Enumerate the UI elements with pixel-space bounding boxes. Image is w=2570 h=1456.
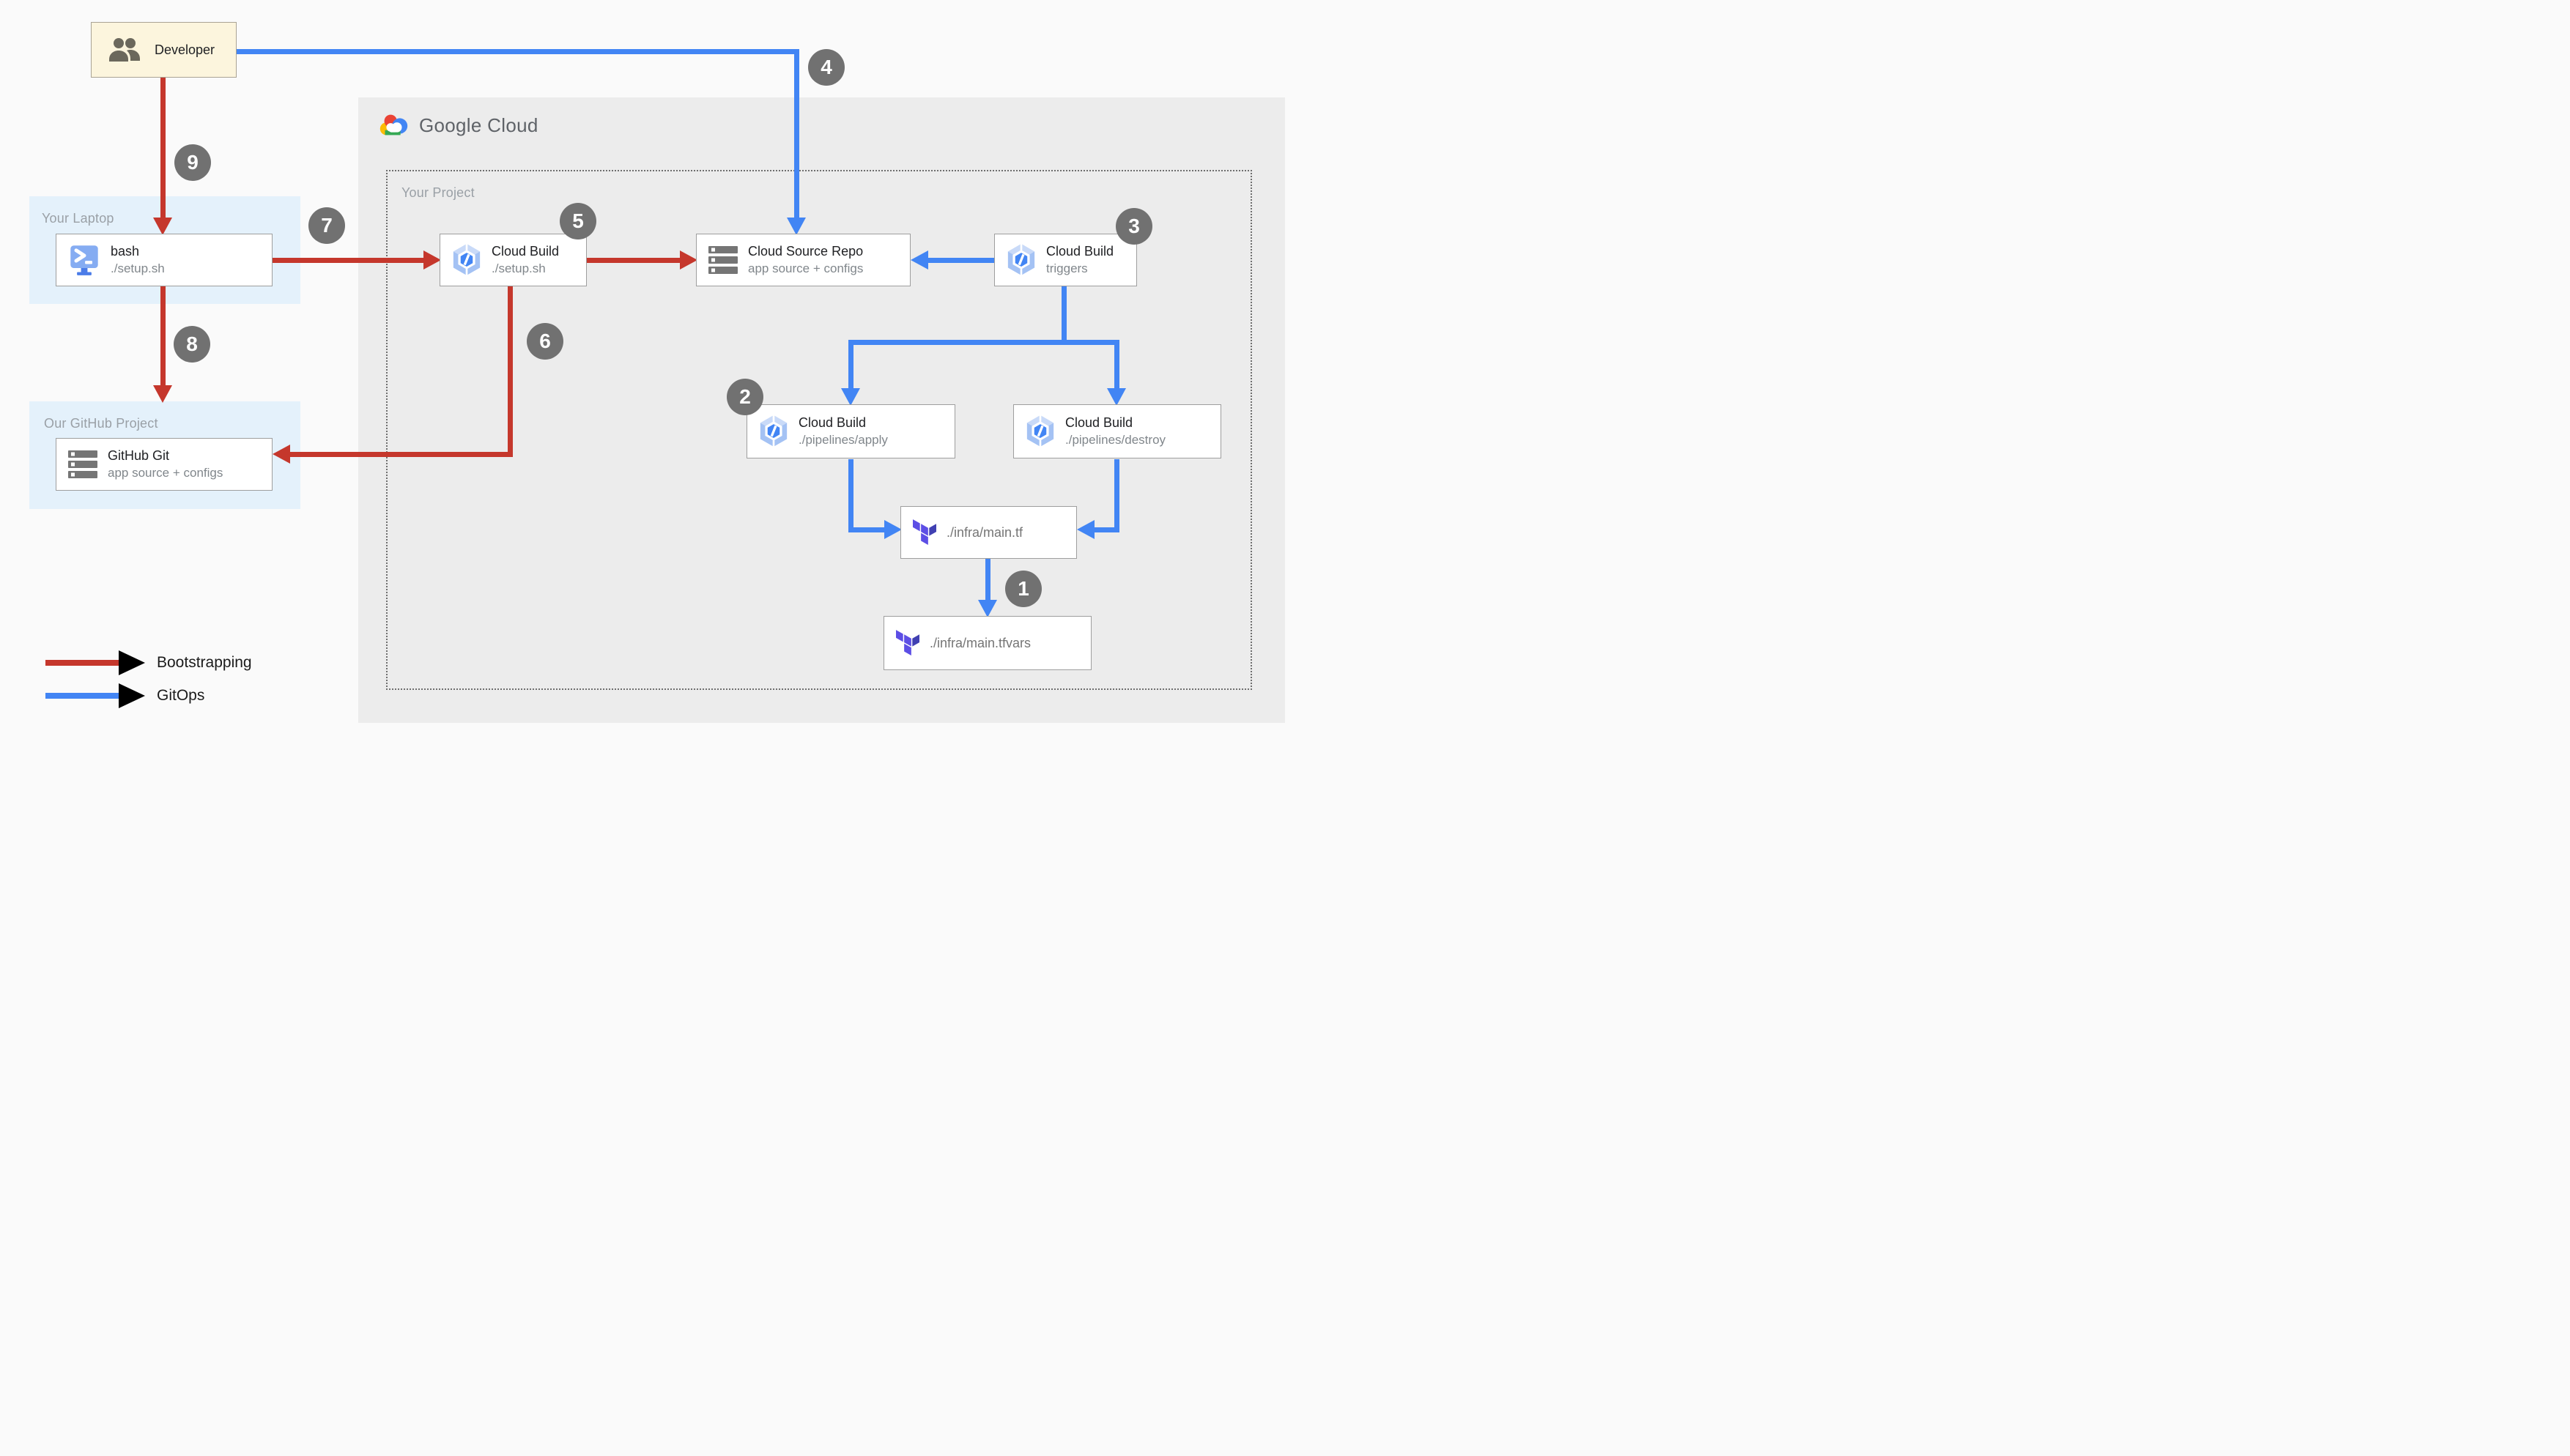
node-cloud-build-destroy: Cloud Build ./pipelines/destroy bbox=[1013, 404, 1221, 458]
step-badge-6: 6 bbox=[527, 323, 563, 360]
edge-maintf-to-tfvars bbox=[985, 559, 990, 600]
cloud-build-triggers-subtitle: triggers bbox=[1046, 261, 1088, 275]
node-infra-main-tfvars: ./infra/main.tfvars bbox=[884, 616, 1092, 670]
cloud-source-repo-title: Cloud Source Repo bbox=[748, 244, 864, 259]
gitops-architecture-diagram: Your Laptop Our GitHub Project Your Proj… bbox=[0, 0, 1285, 728]
edge-to-github-git bbox=[289, 452, 511, 457]
edge-triggers-down bbox=[1062, 286, 1067, 345]
edge-destroy-down bbox=[1114, 459, 1119, 532]
node-cloud-build-apply: Cloud Build ./pipelines/apply bbox=[747, 404, 955, 458]
edge-split-to-apply bbox=[848, 340, 853, 388]
cloud-build-destroy-subtitle: ./pipelines/destroy bbox=[1065, 432, 1166, 447]
edge-destroy-to-maintf bbox=[1093, 527, 1119, 532]
node-infra-main-tf: ./infra/main.tf bbox=[900, 506, 1077, 559]
step-badge-4: 4 bbox=[808, 49, 845, 86]
edge-cloud-build-setup-to-source-repo bbox=[587, 258, 680, 263]
cloud-build-triggers-title: Cloud Build bbox=[1046, 244, 1114, 259]
google-cloud-icon bbox=[377, 111, 410, 139]
edge-split-to-destroy bbox=[1114, 340, 1119, 388]
repo-stack-icon bbox=[68, 450, 97, 478]
arrowhead-into-maintf-left bbox=[884, 520, 902, 539]
edge-apply-down bbox=[848, 459, 853, 532]
step-badge-9: 9 bbox=[174, 144, 211, 181]
legend-gitops-line bbox=[45, 693, 119, 699]
bash-title: bash bbox=[111, 244, 140, 259]
cloud-build-apply-subtitle: ./pipelines/apply bbox=[799, 432, 888, 447]
cloud-build-setup-title: Cloud Build bbox=[492, 244, 560, 259]
cloud-build-icon bbox=[452, 244, 481, 276]
your-project-label: Your Project bbox=[401, 185, 475, 200]
arrowhead-into-destroy bbox=[1107, 388, 1126, 406]
cloud-build-icon bbox=[759, 415, 788, 447]
terraform-icon bbox=[913, 519, 936, 546]
developer-people-icon bbox=[108, 37, 144, 62]
legend-bootstrapping-label: Bootstrapping bbox=[157, 654, 252, 671]
edge-bash-to-github-project bbox=[160, 286, 166, 385]
edge-developer-to-bash bbox=[160, 78, 166, 218]
arrowhead-into-source-repo-top bbox=[787, 218, 806, 235]
arrowhead-into-github-project bbox=[153, 385, 172, 403]
arrowhead-into-bash bbox=[153, 218, 172, 235]
your-project-boundary bbox=[386, 170, 1252, 690]
step-badge-1: 1 bbox=[1005, 571, 1042, 607]
step-badge-7: 7 bbox=[308, 207, 345, 244]
cloud-build-icon bbox=[1007, 244, 1036, 276]
step-badge-8: 8 bbox=[174, 326, 210, 363]
cloud-build-setup-subtitle: ./setup.sh bbox=[492, 261, 546, 275]
repo-stack-icon bbox=[708, 246, 738, 274]
github-git-subtitle: app source + configs bbox=[108, 465, 223, 480]
infra-main-tfvars-label: ./infra/main.tfvars bbox=[930, 635, 1032, 650]
arrowhead-into-source-repo bbox=[680, 250, 697, 270]
developer-label: Developer bbox=[155, 42, 215, 57]
edge-apply-to-maintf bbox=[848, 527, 884, 532]
legend-gitops-arrow-icon bbox=[119, 683, 145, 708]
edge-cloud-build-setup-down bbox=[508, 286, 513, 457]
cloud-source-repo-subtitle: app source + configs bbox=[748, 261, 864, 275]
node-cloud-build-triggers: Cloud Build triggers bbox=[994, 234, 1137, 286]
node-bash: bash ./setup.sh bbox=[56, 234, 273, 286]
legend-bootstrapping-arrow-icon bbox=[119, 650, 145, 675]
arrowhead-into-apply bbox=[841, 388, 860, 406]
edge-triggers-to-source-repo bbox=[927, 258, 994, 263]
terminal-icon bbox=[68, 244, 100, 276]
github-git-title: GitHub Git bbox=[108, 448, 170, 464]
edge-triggers-split bbox=[848, 340, 1119, 345]
cloud-build-apply-title: Cloud Build bbox=[799, 415, 867, 431]
legend-gitops-label: GitOps bbox=[157, 687, 205, 704]
node-cloud-source-repo: Cloud Source Repo app source + configs bbox=[696, 234, 911, 286]
step-badge-3: 3 bbox=[1116, 208, 1152, 245]
edge-bash-to-cloud-build-setup bbox=[273, 258, 423, 263]
arrowhead-into-tfvars bbox=[978, 600, 997, 617]
cloud-build-icon bbox=[1026, 415, 1055, 447]
google-cloud-logo: Google Cloud bbox=[377, 111, 538, 139]
legend-bootstrapping-line bbox=[45, 660, 119, 666]
edge-developer-to-source-repo bbox=[794, 49, 799, 218]
node-developer: Developer bbox=[91, 22, 237, 78]
node-cloud-build-setup: Cloud Build ./setup.sh bbox=[440, 234, 587, 286]
bash-subtitle: ./setup.sh bbox=[111, 261, 165, 275]
edge-developer-right bbox=[237, 49, 797, 54]
terraform-icon bbox=[896, 629, 919, 657]
step-badge-2: 2 bbox=[727, 379, 763, 415]
step-badge-5: 5 bbox=[560, 203, 596, 239]
cloud-build-destroy-title: Cloud Build bbox=[1065, 415, 1133, 431]
arrowhead-into-github-git bbox=[273, 445, 290, 464]
arrowhead-into-maintf-right bbox=[1077, 520, 1095, 539]
infra-main-tf-label: ./infra/main.tf bbox=[947, 524, 1023, 540]
google-cloud-logo-text: Google Cloud bbox=[419, 114, 538, 136]
our-github-project-label: Our GitHub Project bbox=[44, 416, 158, 431]
arrowhead-into-source-repo-right bbox=[911, 250, 928, 270]
node-github-git: GitHub Git app source + configs bbox=[56, 438, 273, 491]
arrowhead-into-cloud-build-setup bbox=[423, 250, 441, 270]
your-laptop-label: Your Laptop bbox=[42, 211, 114, 226]
